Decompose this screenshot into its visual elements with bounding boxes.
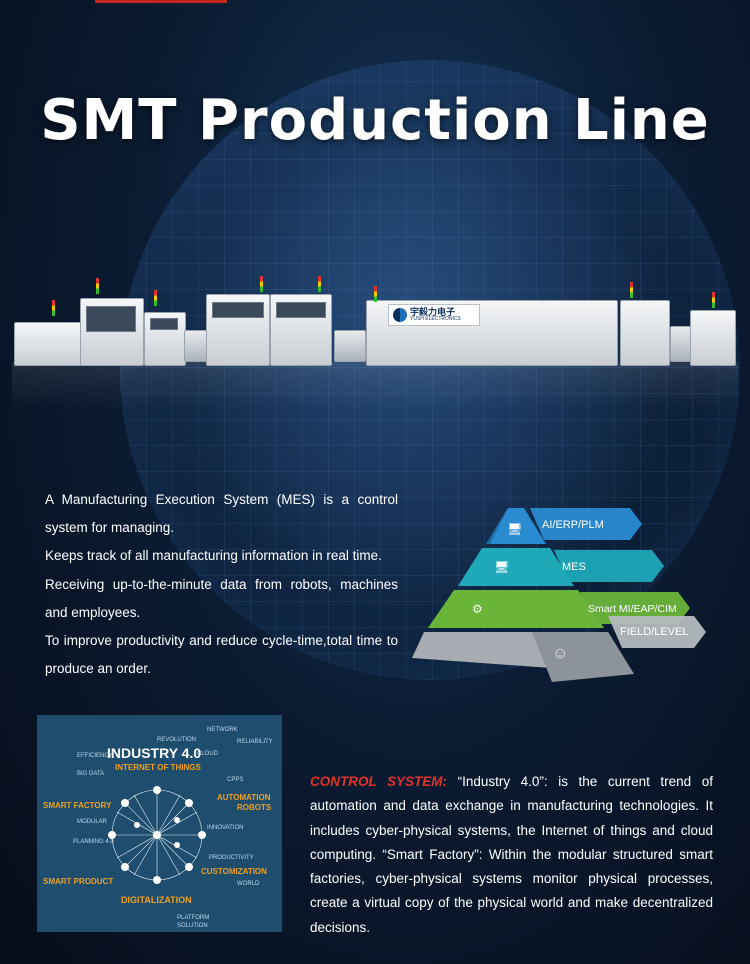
signal-tower-icon [712,292,715,308]
signal-tower-icon [630,282,633,298]
brand-logo: 宇毅力电子 YUSH ELECTRONICS [388,304,480,326]
word-efficiency: EFFICIENCY [77,753,113,759]
pyramid-level-label: AI/ERP/PLM [542,519,604,531]
spi-window [150,318,178,330]
pyramid-level-label: Smart MI/EAP/CIM [588,603,677,615]
word-smart-product: SMART PRODUCT [43,877,114,886]
word-productivity: PRODUCTIVITY [209,855,254,861]
pyramid-level-label: MES [562,561,586,573]
word-digitalization: DIGITALIZATION [121,895,192,905]
word-platform: PLATFORM [177,915,210,921]
word-cloud: CLOUD [197,751,219,757]
signal-tower-icon [96,278,99,294]
robot-arm-icon: ⚙ [472,602,483,616]
word-automation: AUTOMATION [217,793,271,802]
industry-headline: INDUSTRY 4.0 [107,745,202,761]
mes-paragraph: Keeps track of all manufacturing informa… [45,548,382,564]
brain-icon: ☺ [552,645,569,662]
aoi-machine [620,300,670,366]
unloader-machine [690,310,736,366]
pyramid-graphic [412,508,706,682]
pnp1-window [212,302,264,318]
word-solution: SOLUTION [177,923,208,929]
conveyor [670,326,692,362]
brand-logo-icon [393,308,407,322]
word-reliability: RELIABILITY [237,739,273,745]
word-big-data: BIG DATA [77,771,105,777]
pyramid-level-label: FIELD/LEVEL [620,626,689,638]
word-revolution: REVOLUTION [157,737,197,743]
word-customization: CUSTOMIZATION [201,867,267,876]
signal-tower-icon [318,276,321,292]
conveyor [334,330,366,362]
user-monitor-icon: 🖥 [507,522,523,536]
word-robots: ROBOTS [237,803,272,812]
signal-tower-icon [154,290,157,306]
word-internet-of-things: INTERNET OF THINGS [115,763,201,772]
word-modular: MODULAR [77,819,108,825]
word-network: NETWORK [207,727,238,733]
mes-paragraph: To improve productivity and reduce cycle… [45,633,398,677]
word-smart-factory: SMART FACTORY [43,801,112,810]
brand-logo-cn: 宇毅力电子 [410,307,456,317]
control-system-body: “Industry 4.0”: is the current trend of … [310,774,713,935]
page-title: SMT Production Line [40,88,710,153]
signal-tower-icon [260,276,263,292]
control-system-description: CONTROL SYSTEM: “Industry 4.0”: is the c… [310,770,713,940]
signal-tower-icon [52,300,55,316]
signal-tower-icon [374,286,377,302]
mes-description: A Manufacturing Execution System (MES) i… [45,486,398,683]
network-graphic [108,786,206,884]
industry-40-word-cloud: INDUSTRY 4.0 INTERNET OF THINGS SMART FA… [37,715,282,932]
brand-logo-en: YUSH ELECTRONICS [410,316,461,322]
monitor-icon: 🖥 [494,560,510,574]
automation-pyramid: AI/ERP/PLM MES Smart MI/EAP/CIM FIELD/LE… [412,500,712,685]
production-line-image: 宇毅力电子 YUSH ELECTRONICS [12,270,738,410]
mes-paragraph: A Manufacturing Execution System (MES) i… [45,492,398,536]
mes-paragraph: Receiving up-to-the-minute data from rob… [45,576,398,620]
top-accent-bar [95,0,227,3]
printer-window [86,306,136,332]
floor-reflection [12,362,738,410]
control-system-heading: CONTROL SYSTEM: [310,774,448,789]
word-planning: PLANNING 4.0 [73,839,114,845]
word-cpps: CPPS [227,777,244,783]
word-innovation: INNOVATION [207,825,244,831]
pnp2-window [276,302,326,318]
loader-machine [14,322,82,366]
word-world: WORLD [237,881,260,887]
conveyor [184,330,208,362]
